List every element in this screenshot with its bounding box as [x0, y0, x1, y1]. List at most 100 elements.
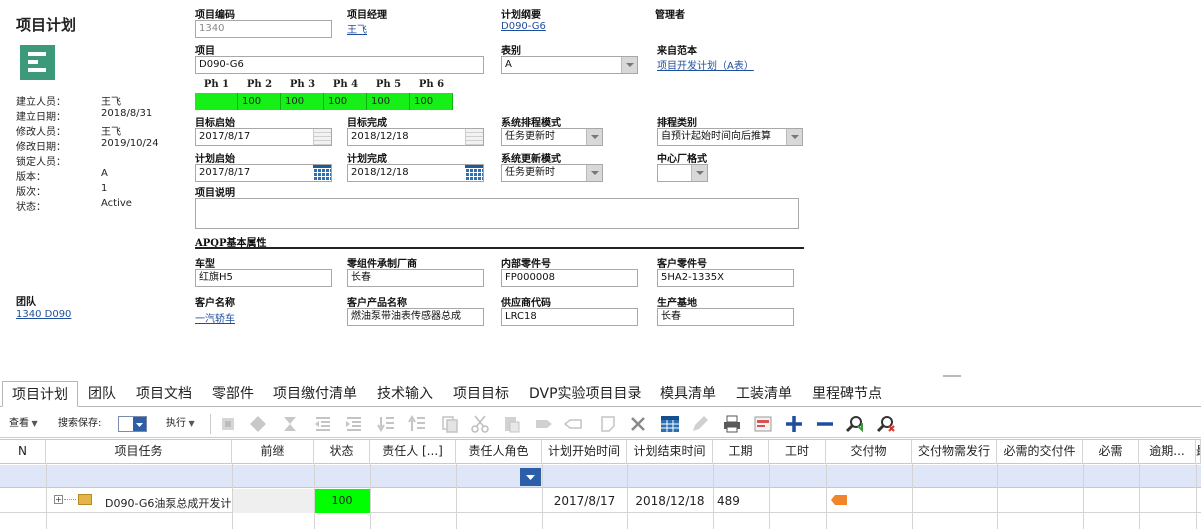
- tab-project-docs[interactable]: 项目文档: [136, 386, 192, 402]
- chevron-down-icon[interactable]: [586, 165, 602, 181]
- execute-menu[interactable]: 执行 ▼: [166, 414, 195, 434]
- deliverable-tag-icon[interactable]: [831, 495, 847, 505]
- meta-label-version: 版本：: [16, 172, 46, 183]
- move-level-icon[interactable]: [218, 414, 238, 434]
- chevron-down-icon[interactable]: [586, 129, 602, 145]
- project-field[interactable]: D090-G6: [195, 56, 484, 74]
- tab-team[interactable]: 团队: [88, 386, 116, 402]
- col-last[interactable]: 最: [1196, 439, 1201, 464]
- calendar-icon[interactable]: [313, 165, 331, 181]
- internal-part-field[interactable]: FP000008: [501, 269, 638, 287]
- part-maker-field[interactable]: 长春: [347, 269, 484, 287]
- view-menu[interactable]: 查看 ▼: [9, 414, 38, 434]
- grid-view-icon[interactable]: [660, 414, 680, 434]
- col-deliverable[interactable]: 交付物: [826, 439, 912, 464]
- plan-start-field[interactable]: 2017/8/17: [195, 164, 332, 182]
- chevron-down-icon[interactable]: [691, 165, 707, 181]
- col-required[interactable]: 必需: [1083, 439, 1139, 464]
- phase-header-6: Ph 6: [418, 79, 445, 90]
- supplier-code-field[interactable]: LRC18: [501, 308, 638, 326]
- export-icon[interactable]: [753, 414, 773, 434]
- col-required-deliverables[interactable]: 必需的交付件: [997, 439, 1083, 464]
- outdent-icon[interactable]: [313, 414, 333, 434]
- sched-mode-select[interactable]: 任务更新时: [501, 128, 603, 146]
- splitter-handle[interactable]: [943, 375, 961, 377]
- from-template-link[interactable]: 项目开发计划（A表）: [657, 61, 754, 72]
- tab-project-goals[interactable]: 项目目标: [453, 386, 509, 402]
- sched-type-select[interactable]: 自预计起始时间向后推算: [657, 128, 803, 146]
- grid-line: [713, 464, 714, 529]
- expand-icon[interactable]: +: [54, 495, 63, 504]
- tab-dvp-catalog[interactable]: DVP实验项目目录: [529, 386, 642, 402]
- col-deliverable-release[interactable]: 交付物需发行: [912, 439, 997, 464]
- calendar-icon[interactable]: [465, 165, 483, 181]
- project-manager-link[interactable]: 王飞: [347, 25, 367, 36]
- tab-fixture-list[interactable]: 工装清单: [736, 386, 792, 402]
- col-owner[interactable]: 责任人 [...]: [370, 439, 456, 464]
- col-plan-start[interactable]: 计划开始时间: [542, 439, 627, 464]
- search-icon[interactable]: [845, 414, 865, 434]
- table-row[interactable]: [0, 489, 1201, 513]
- link-back-icon[interactable]: [563, 414, 583, 434]
- customer-product-field[interactable]: 燃油泵带油表传感器总成: [347, 308, 484, 326]
- meta-label-modifier: 修改人员：: [16, 127, 66, 138]
- paste-icon[interactable]: [502, 414, 522, 434]
- tab-tech-input[interactable]: 技术输入: [377, 386, 433, 402]
- print-icon[interactable]: [722, 414, 742, 434]
- move-up-icon[interactable]: [407, 414, 427, 434]
- search-save-label: 搜索保存:: [58, 418, 102, 429]
- add-icon[interactable]: [784, 414, 804, 434]
- col-n[interactable]: N: [0, 439, 46, 464]
- col-owner-role[interactable]: 责任人角色: [456, 439, 542, 464]
- dropdown-button[interactable]: [133, 417, 146, 431]
- update-mode-select[interactable]: 任务更新时: [501, 164, 603, 182]
- customer-part-field[interactable]: 5HA2-1335X: [657, 269, 794, 287]
- milestone-icon[interactable]: [248, 414, 268, 434]
- plan-start-value: 2017/8/17: [199, 167, 251, 178]
- vehicle-label: 车型: [195, 259, 215, 270]
- production-base-field[interactable]: 长春: [657, 308, 794, 326]
- copy-icon[interactable]: [440, 414, 460, 434]
- toolbar-divider: [210, 414, 211, 434]
- note-icon[interactable]: [598, 414, 618, 434]
- team-link[interactable]: 1340 D090: [16, 309, 72, 320]
- tree-connector: [64, 499, 76, 500]
- col-overdue[interactable]: 逾期...: [1139, 439, 1196, 464]
- plan-finish-field[interactable]: 2018/12/18: [347, 164, 484, 182]
- move-down-icon[interactable]: [376, 414, 396, 434]
- task-name[interactable]: D090-G6油泵总成开发计: [105, 497, 232, 510]
- edit-icon[interactable]: [690, 414, 710, 434]
- table-type-select[interactable]: A: [501, 56, 638, 74]
- tab-parts[interactable]: 零部件: [212, 386, 254, 402]
- tab-deliverables-list[interactable]: 项目缴付清单: [273, 386, 357, 402]
- hourglass-icon[interactable]: [280, 414, 300, 434]
- toolbar: [0, 408, 1201, 438]
- task-cell-bg: [232, 489, 314, 513]
- link-forward-icon[interactable]: [534, 414, 554, 434]
- clear-search-icon[interactable]: [876, 414, 896, 434]
- col-hours[interactable]: 工时: [769, 439, 826, 464]
- col-status[interactable]: 状态: [314, 439, 370, 464]
- duration-cell: 489: [717, 494, 740, 508]
- col-predecessor[interactable]: 前继: [232, 439, 314, 464]
- remove-icon[interactable]: [815, 414, 835, 434]
- vehicle-field[interactable]: 红旗H5: [195, 269, 332, 287]
- chevron-down-icon[interactable]: [786, 129, 802, 145]
- indent-icon[interactable]: [344, 414, 364, 434]
- cut-icon[interactable]: [470, 414, 490, 434]
- col-plan-end[interactable]: 计划结束时间: [627, 439, 713, 464]
- customer-name-link[interactable]: 一汽轿车: [195, 314, 235, 325]
- tab-mold-list[interactable]: 模具清单: [660, 386, 716, 402]
- search-save-select[interactable]: [118, 416, 147, 432]
- filter-dropdown-button[interactable]: [520, 468, 541, 486]
- filter-row[interactable]: [0, 465, 1201, 488]
- tab-project-plan[interactable]: 项目计划: [2, 381, 78, 407]
- col-duration[interactable]: 工期: [713, 439, 769, 464]
- tab-milestones[interactable]: 里程碑节点: [812, 386, 882, 402]
- chevron-down-icon[interactable]: [621, 57, 637, 73]
- close-icon[interactable]: [628, 414, 648, 434]
- col-project-task[interactable]: 项目任务: [46, 439, 232, 464]
- plan-outline-link[interactable]: D090-G6: [501, 21, 546, 32]
- center-factory-select[interactable]: [657, 164, 708, 182]
- description-textarea[interactable]: [195, 198, 799, 229]
